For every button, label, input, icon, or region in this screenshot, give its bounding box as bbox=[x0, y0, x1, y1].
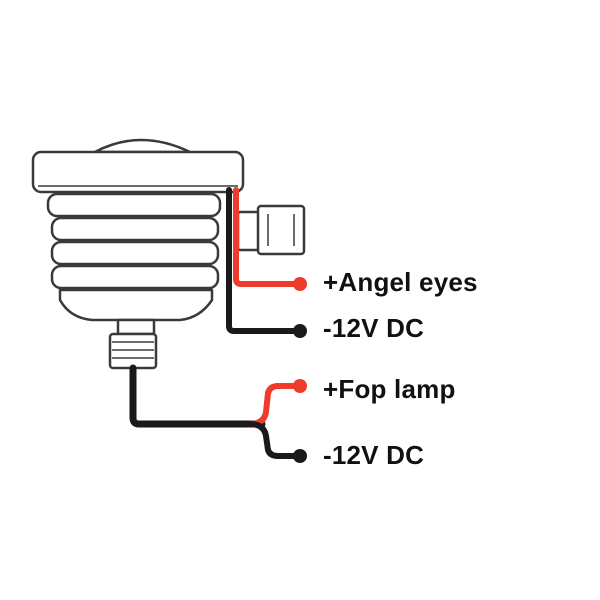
heatsink-fin-4 bbox=[50, 264, 220, 290]
dc-negative-label-bottom: -12V DC bbox=[323, 440, 425, 470]
lamp-base bbox=[58, 288, 214, 322]
heatsink-fin-2 bbox=[50, 216, 220, 242]
angel-eyes-positive-terminal bbox=[293, 277, 307, 291]
dc-negative-label-top: -12V DC bbox=[323, 313, 425, 343]
angel-eyes-negative-wire bbox=[226, 187, 303, 334]
cable-boot bbox=[108, 332, 158, 370]
fog-lamp-negative-terminal bbox=[293, 449, 307, 463]
heatsink-fin-1 bbox=[46, 192, 222, 218]
angel-eyes-label: +Angel eyes bbox=[323, 267, 478, 297]
angel-eyes-positive-wire bbox=[233, 187, 303, 287]
fog-lamp-positive-terminal bbox=[293, 379, 307, 393]
angel-eyes-negative-terminal bbox=[293, 324, 307, 338]
top-flange bbox=[31, 150, 245, 194]
fog-lamp-negative-wire bbox=[247, 421, 303, 459]
fog-lamp-label: +Fop lamp bbox=[323, 374, 456, 404]
fog-lamp-positive-wire bbox=[247, 383, 303, 427]
lens-dome bbox=[93, 138, 192, 154]
connector-plug bbox=[236, 204, 306, 256]
heatsink-fin-3 bbox=[50, 240, 220, 266]
main-cable bbox=[129, 364, 266, 428]
fog-lamp-housing bbox=[31, 138, 245, 370]
lamp-neck bbox=[116, 318, 156, 336]
